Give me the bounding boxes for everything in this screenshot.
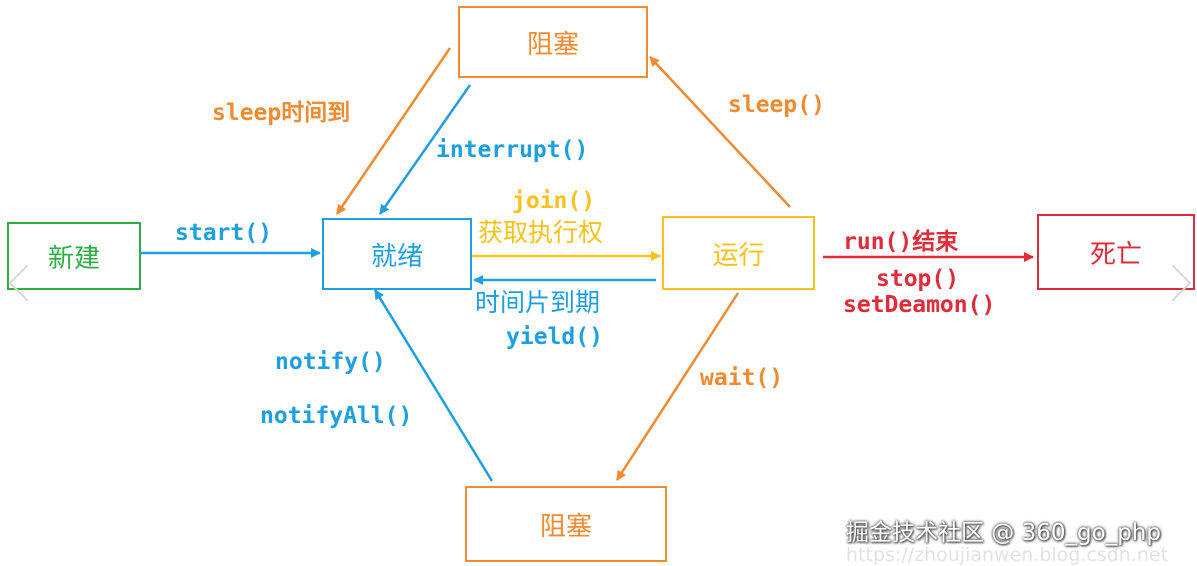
label-sleep: sleep()	[728, 92, 825, 118]
arrow-wait	[615, 292, 740, 481]
arrow-notify	[373, 289, 494, 482]
state-new: 新建	[7, 222, 141, 290]
state-ready: 就绪	[322, 218, 472, 290]
state-dead: 死亡	[1037, 214, 1195, 290]
label-sleep-timeout: sleep时间到	[212, 100, 351, 126]
arrow-sleep-timeout	[335, 47, 452, 215]
label-set-daemon: setDeamon()	[843, 292, 996, 318]
label-timeslice: 时间片到期	[475, 288, 601, 317]
label-get-exec: 获取执行权	[478, 218, 604, 247]
label-stop: stop()	[876, 266, 960, 292]
arrow-sleep	[649, 56, 791, 208]
arrow-interrupt	[378, 84, 472, 215]
state-blocked-top: 阻塞	[458, 6, 648, 78]
label-wait: wait()	[700, 365, 784, 391]
state-running: 运行	[662, 216, 815, 290]
label-notify: notify()	[275, 349, 386, 375]
label-run-end: run()结束	[843, 229, 959, 255]
label-interrupt: interrupt()	[436, 137, 589, 163]
label-start: start()	[175, 220, 272, 246]
label-notify-all: notifyAll()	[260, 403, 413, 429]
label-join: join()	[512, 188, 596, 214]
state-blocked-bottom: 阻塞	[465, 486, 667, 562]
label-yield: yield()	[506, 324, 603, 350]
watermark-main: 掘金技术社区 @ 360_go_php	[846, 520, 1161, 546]
watermark-url: https://zhoujianwen.blog.csdn.net	[846, 544, 1169, 566]
